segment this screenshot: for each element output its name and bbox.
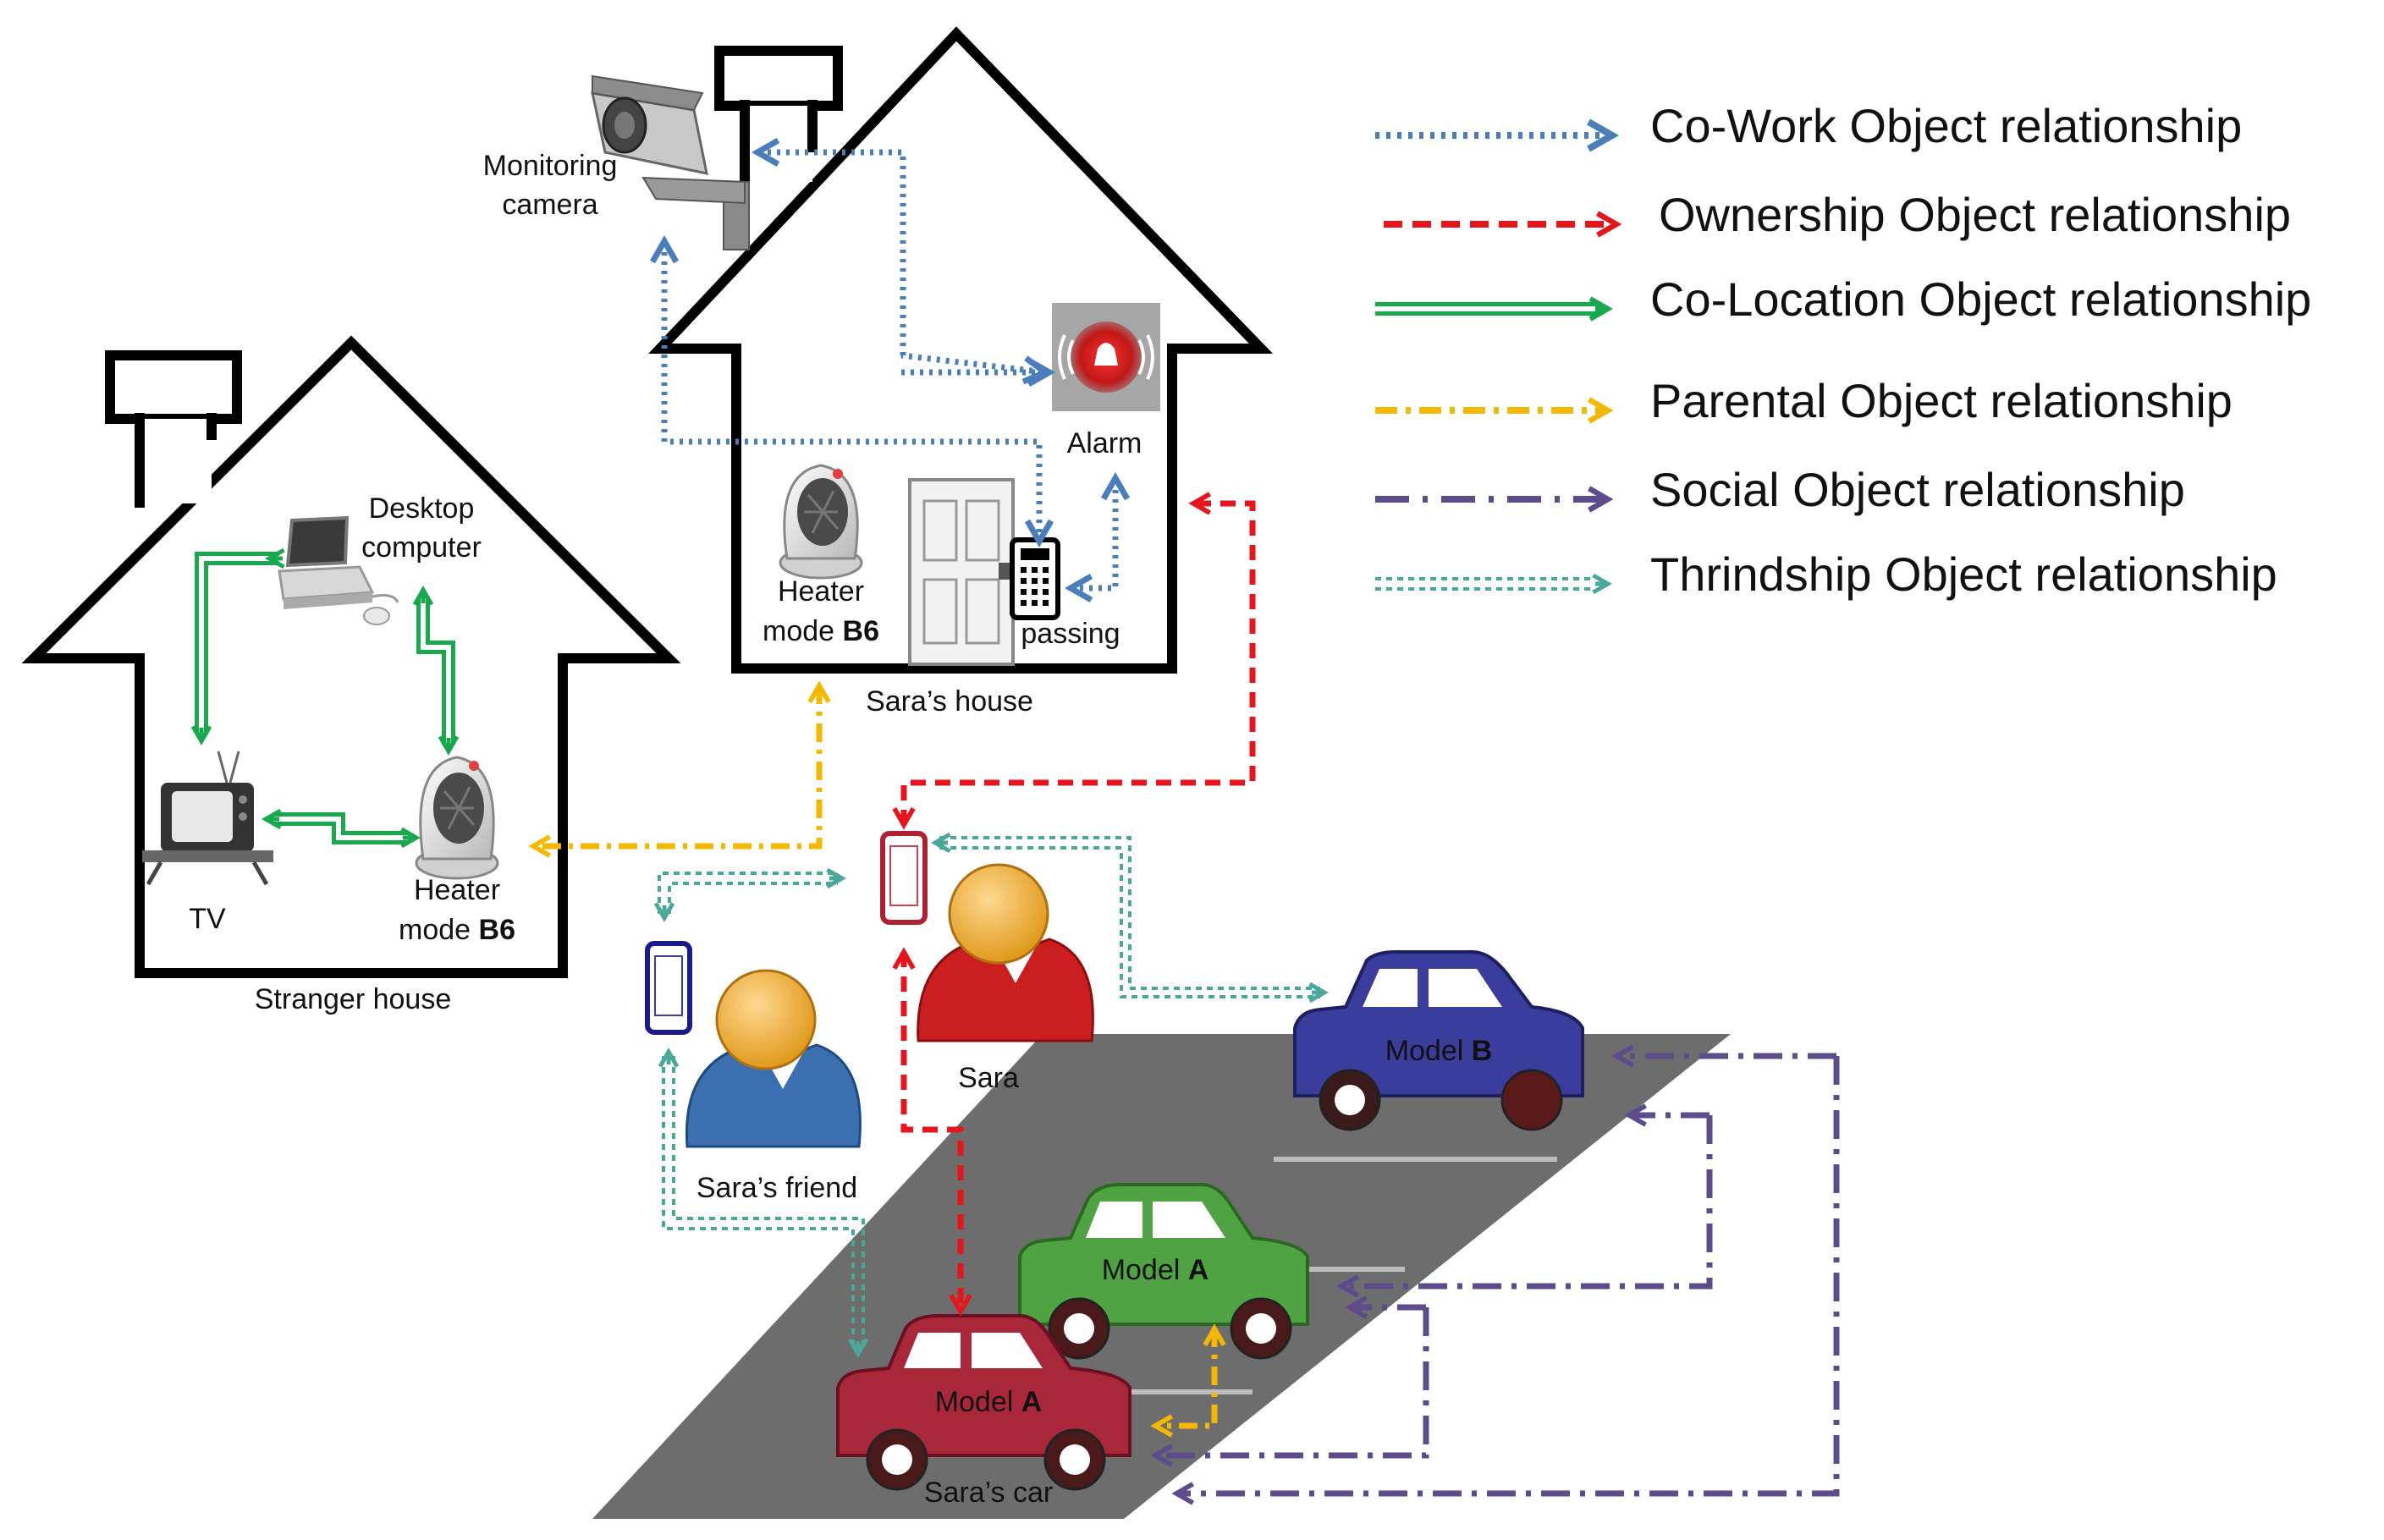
heater-stranger-mode-code: B6 bbox=[479, 914, 515, 946]
legend-item-cowork: Co-Work Object relationship bbox=[1375, 99, 2242, 152]
heater-stranger-label-line2: mode B6 bbox=[399, 914, 515, 946]
keypad-icon bbox=[1010, 537, 1060, 620]
tv-label: TV bbox=[189, 903, 226, 935]
car-model-a-red-code: A bbox=[1021, 1386, 1043, 1418]
alarm-label: Alarm bbox=[1067, 427, 1142, 459]
friend-avatar-icon bbox=[685, 969, 862, 1148]
heater-sara-label-line2: mode B6 bbox=[763, 615, 879, 647]
parental-links bbox=[528, 680, 1226, 1438]
legend-label-social: Social Object relationship bbox=[1650, 463, 2185, 516]
legend-label-colocation: Co-Location Object relationship bbox=[1650, 272, 2311, 326]
car-model-a-green-label: Model A bbox=[1102, 1254, 1209, 1286]
camera-label-line1: Monitoring bbox=[483, 150, 618, 182]
car-model-a-red-label: Model A bbox=[935, 1386, 1043, 1418]
colocation-links bbox=[190, 547, 460, 849]
heater-sara-label-line1: Heater bbox=[778, 575, 864, 608]
stranger-house: Stranger house bbox=[21, 335, 681, 1015]
alarm-icon bbox=[1052, 303, 1160, 411]
desktop-computer-icon bbox=[278, 515, 399, 625]
social-links bbox=[1150, 1044, 1840, 1505]
heater-sara-mode-code: B6 bbox=[843, 615, 879, 647]
sara-car-label: Sara’s car bbox=[924, 1477, 1053, 1509]
legend-label-thrindship: Thrindship Object relationship bbox=[1650, 547, 2277, 601]
door-icon bbox=[908, 478, 1015, 666]
thrindship-links bbox=[653, 832, 1330, 1359]
legend-item-colocation: Co-Location Object relationship bbox=[1375, 272, 2311, 326]
desktop-label-line1: Desktop bbox=[369, 492, 475, 525]
legend-label-cowork: Co-Work Object relationship bbox=[1650, 99, 2242, 152]
car-model-a-green-prefix: Model bbox=[1102, 1254, 1188, 1286]
car-model-b-label: Model B bbox=[1385, 1035, 1493, 1067]
car-model-a-green-code: A bbox=[1188, 1254, 1209, 1286]
cowork-links bbox=[649, 137, 1131, 603]
legend-item-ownership: Ownership Object relationship bbox=[1384, 188, 2291, 241]
sara-house-caption: Sara’s house bbox=[866, 685, 1033, 718]
heater-stranger-icon bbox=[415, 756, 499, 880]
desktop-label-line2: computer bbox=[361, 531, 482, 564]
legend-label-ownership: Ownership Object relationship bbox=[1659, 188, 2291, 241]
friend-label: Sara’s friend bbox=[696, 1172, 857, 1204]
car-model-b-code: B bbox=[1472, 1035, 1493, 1067]
legend-item-thrindship: Thrindship Object relationship bbox=[1375, 547, 2277, 601]
monitoring-camera-icon bbox=[591, 74, 750, 250]
heater-stranger-mode-text: mode bbox=[399, 914, 479, 946]
car-model-b-prefix: Model bbox=[1385, 1035, 1472, 1067]
car-model-b bbox=[1293, 950, 1584, 1131]
heater-sara-mode-text: mode bbox=[763, 615, 843, 647]
car-model-a-red bbox=[836, 1314, 1131, 1491]
legend-item-social: Social Object relationship bbox=[1375, 463, 2185, 516]
sara-avatar-icon bbox=[917, 863, 1094, 1042]
sara-label: Sara bbox=[958, 1062, 1019, 1094]
camera-label-line2: camera bbox=[502, 189, 597, 221]
legend-item-parental: Parental Object relationship bbox=[1375, 374, 2233, 427]
legend: Co-Work Object relationship Ownership Ob… bbox=[1375, 99, 2311, 601]
legend-label-parental: Parental Object relationship bbox=[1650, 374, 2233, 427]
passing-label: passing bbox=[1021, 618, 1120, 650]
friend-phone-icon bbox=[645, 941, 692, 1035]
car-model-a-red-prefix: Model bbox=[935, 1386, 1021, 1418]
sara-phone-icon bbox=[880, 831, 928, 925]
heater-stranger-label-line1: Heater bbox=[414, 874, 500, 906]
stranger-house-caption: Stranger house bbox=[255, 983, 452, 1015]
tv-icon bbox=[142, 751, 273, 886]
ownership-links bbox=[892, 492, 1256, 1317]
car-model-a-green bbox=[1018, 1183, 1309, 1360]
